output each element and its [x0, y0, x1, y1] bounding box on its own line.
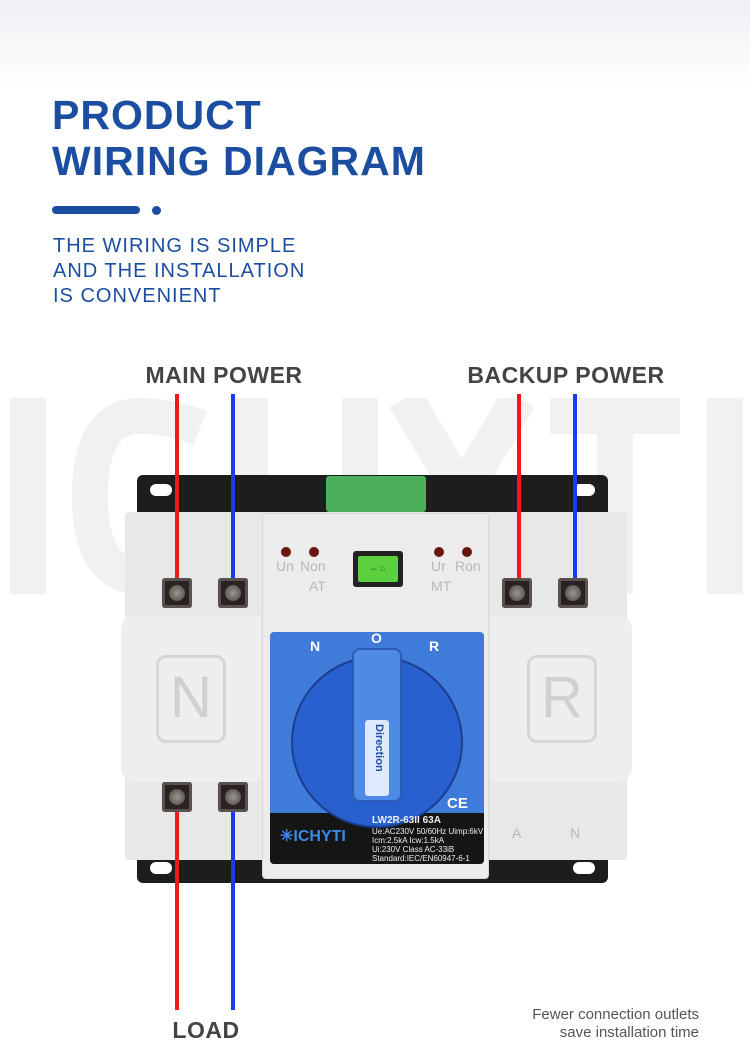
indicator-label: Ur — [431, 558, 446, 574]
backup-neutral-wire — [573, 394, 577, 588]
main-live-wire — [175, 394, 179, 588]
side-label-n: N — [156, 655, 226, 743]
terminal-screw — [218, 782, 248, 812]
brand-logo: ✳ICHYTI — [280, 828, 346, 845]
mode-label: AT — [309, 578, 326, 594]
mode-label: MT — [431, 578, 452, 594]
control-terminal-block — [326, 476, 426, 512]
rocker-switch-face: – ○ — [358, 556, 398, 582]
position-o: O — [371, 630, 382, 646]
indicator-led — [281, 547, 291, 557]
side-label-r: R — [527, 655, 597, 743]
indicator-label: Un — [276, 558, 294, 574]
brand-name: ICHYTI — [293, 828, 346, 845]
model-number: LW2R-63II 63A — [372, 815, 441, 826]
note-line: save installation time — [559, 1024, 699, 1041]
mount-hole — [573, 862, 595, 874]
load-neutral-wire — [231, 800, 235, 1010]
mount-hole — [150, 862, 172, 874]
indicator-led — [462, 547, 472, 557]
subtitle-line: THE WIRING IS SIMPLE — [53, 235, 297, 257]
title-line: PRODUCT — [52, 92, 262, 138]
terminal-screw — [558, 578, 588, 608]
position-n: N — [310, 638, 321, 654]
indicator-label: Ron — [455, 558, 481, 574]
ce-mark: CE — [447, 795, 468, 812]
mount-hole — [573, 484, 595, 496]
terminal-screw — [502, 578, 532, 608]
terminal-label: A — [512, 825, 522, 841]
position-r: R — [429, 638, 440, 654]
spec-line: Ue:AC230V 50/60Hz Uimp:6kV — [372, 827, 484, 836]
note-line: Fewer connection outlets — [532, 1006, 699, 1023]
spec-line: Icm:2.5kA Icw:1.5kA — [372, 836, 445, 845]
subtitle: THE WIRING IS SIMPLE AND THE INSTALLATIO… — [53, 234, 305, 309]
load-label: LOAD — [172, 1017, 240, 1043]
backup-live-wire — [517, 394, 521, 588]
indicator-led — [309, 547, 319, 557]
spec-line: Standard:IEC/EN60947-6-1 — [372, 854, 470, 863]
terminal-screw — [162, 782, 192, 812]
mount-hole — [150, 484, 172, 496]
indicator-label: Non — [300, 558, 326, 574]
terminal-screw — [218, 578, 248, 608]
subtitle-line: AND THE INSTALLATION — [53, 260, 306, 282]
main-neutral-wire — [231, 394, 235, 588]
terminal-label: N — [570, 825, 581, 841]
title-underline — [52, 206, 140, 214]
direction-text: Direction — [373, 724, 385, 772]
subtitle-line: IS CONVENIENT — [53, 285, 222, 307]
terminal-screw — [162, 578, 192, 608]
left-cover — [121, 615, 261, 782]
title-line: WIRING DIAGRAM — [52, 138, 426, 184]
main-power-label: MAIN POWER — [145, 362, 303, 388]
title-dot — [152, 206, 161, 215]
right-cover — [490, 615, 632, 782]
backup-power-label: BACKUP POWER — [467, 362, 665, 388]
handle-label: Direction — [365, 720, 389, 796]
indicator-led — [434, 547, 444, 557]
spec-line: Ui:230V Class AC-33iB — [372, 845, 455, 854]
load-live-wire — [175, 800, 179, 1010]
rocker-switch[interactable]: – ○ — [353, 551, 403, 587]
